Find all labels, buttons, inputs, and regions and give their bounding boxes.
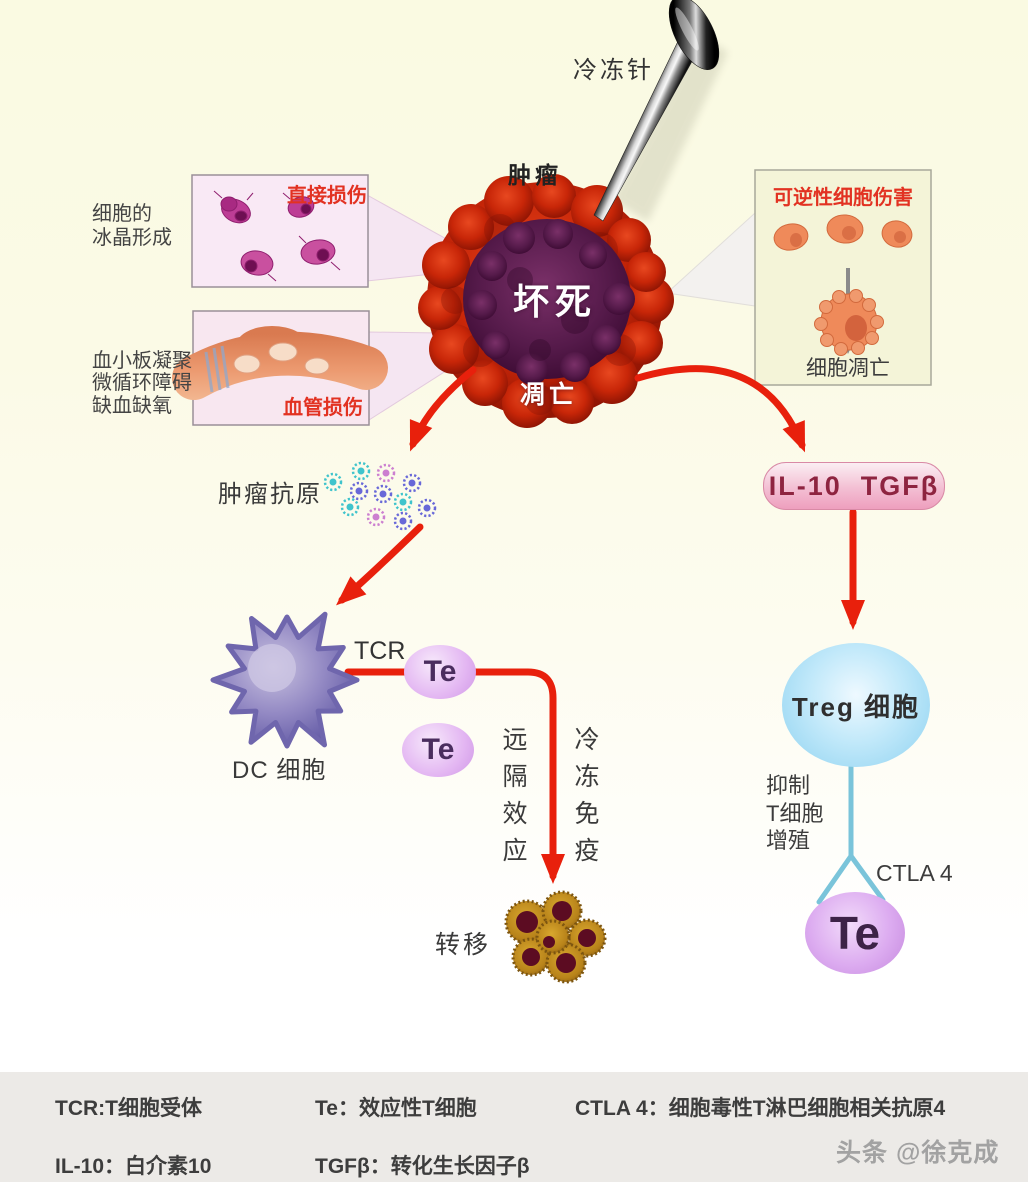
apoptosis-label: 凋亡 [520, 381, 579, 409]
treg-te-connector [816, 763, 886, 905]
cell-apoptosis-label: 细胞凋亡 [806, 357, 890, 380]
ctla4-label: CTLA 4 [876, 860, 953, 886]
tcr-label: TCR [354, 637, 406, 665]
legend-te: Te：效应性T细胞 [315, 1097, 477, 1120]
tumor-label: 肿瘤 [508, 162, 562, 188]
arrow-dc-te-to-metastasis [344, 668, 565, 884]
necrosis-label: 坏死 [513, 281, 598, 322]
needle-handle [668, 0, 720, 70]
dc-cell-illustration [210, 611, 360, 749]
te-cell-1-label: Te [423, 655, 457, 688]
te-cell-2: Te [402, 723, 474, 777]
te-cell-1: Te [404, 645, 476, 699]
tumor-antigen-label: 肿瘤抗原 [218, 481, 322, 508]
cryoprobe-needle [593, 0, 728, 222]
vessel-side-label: 血小板凝聚 微循环障碍 缺血缺氧 [92, 350, 192, 417]
arrow-tumor-to-antigen [409, 366, 477, 452]
reversible-damage-title: 可逆性细胞伤害 [773, 187, 913, 209]
legend-il10: IL-10：白介素10 [55, 1155, 212, 1178]
il10-tgfb-pill: IL-10 TGFβ [763, 462, 945, 510]
metastasis-label: 转移 [435, 931, 492, 959]
antigen-dots [323, 461, 437, 531]
direct-damage-title: 直接损伤 [287, 185, 367, 207]
dc-cell-label: DC 细胞 [232, 757, 327, 784]
metastasis-illustration [504, 890, 607, 984]
inhibit-tcell-label: 抑制 T细胞 增殖 [766, 773, 824, 853]
needle-shadow [612, 35, 728, 222]
te-cell-3-label: Te [829, 907, 881, 959]
legend-ctla4: CTLA 4：细胞毒性T淋巴细胞相关抗原4 [575, 1097, 946, 1120]
cryo-immunity-label: 冷冻免疫 [571, 726, 599, 874]
vessel-damage-title: 血管损伤 [283, 397, 363, 419]
arrow-antigen-to-dc [336, 523, 424, 606]
red-arrows [336, 365, 865, 884]
legend-tgfb: TGFβ：转化生长因子β [315, 1155, 530, 1178]
te-cell-2-label: Te [421, 733, 455, 766]
treg-cell-label: Treg 细胞 [791, 691, 921, 722]
abscopal-effect-label: 远隔效应 [499, 726, 527, 874]
blood-vessel-illustration [172, 326, 388, 400]
treg-cell: Treg 细胞 [782, 643, 930, 767]
reversible-cells-illustration [773, 214, 913, 356]
ice-crystal-cells-illustration [213, 190, 341, 282]
ice-crystal-side-label: 细胞的 冰晶形成 [92, 203, 172, 249]
legend-band [0, 1072, 1028, 1182]
te-cell-3: Te [805, 892, 905, 974]
watermark: 头条 @徐克成 [836, 1139, 1000, 1167]
arrow-tumor-to-cytokines [634, 365, 806, 453]
needle-label: 冷冻针 [573, 57, 654, 84]
legend-tcr: TCR:T细胞受体 [55, 1097, 202, 1120]
il10-tgfb-label: IL-10 TGFβ [768, 470, 940, 501]
